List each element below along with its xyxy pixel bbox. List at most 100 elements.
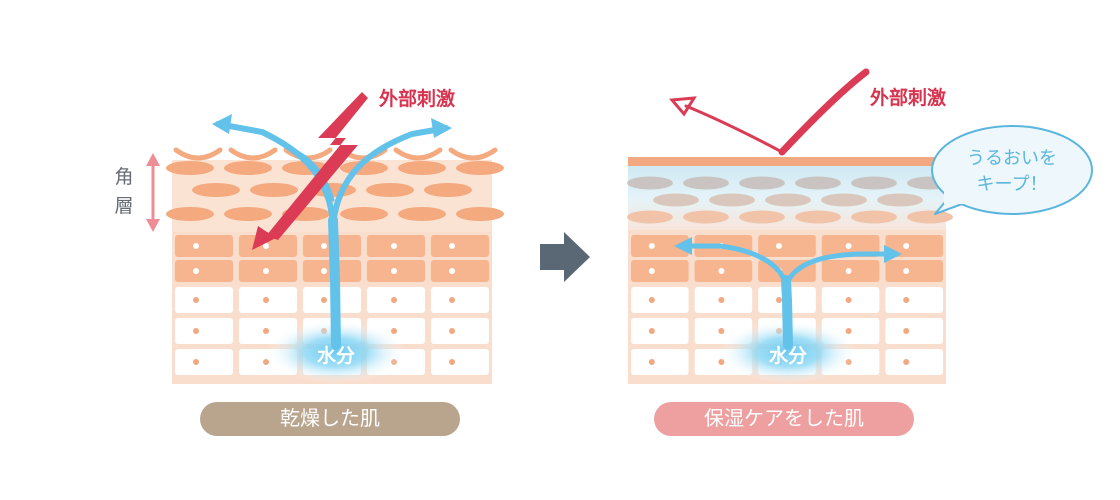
cell: [885, 260, 943, 282]
cell-nucleus: [648, 297, 655, 303]
water-glow: [266, 320, 406, 384]
dry-skin-caption: 乾燥した肌: [280, 406, 380, 430]
scale-edge: [173, 147, 223, 161]
cell-nucleus: [845, 268, 852, 274]
scale: [739, 176, 785, 190]
scale: [424, 183, 472, 197]
keep-moisture-bubble: [931, 125, 1093, 215]
stimulus-label: 外部刺激: [870, 86, 946, 109]
right-arrow-icon: [540, 232, 590, 282]
scale-edge: [228, 147, 278, 161]
scale: [907, 210, 953, 224]
scale: [398, 161, 446, 175]
scale: [683, 210, 729, 224]
cell: [175, 349, 233, 375]
layer-label-bottom: 層: [114, 195, 133, 217]
cell: [631, 287, 689, 313]
scale: [709, 193, 755, 207]
cell-nucleus: [776, 243, 782, 249]
cell-nucleus: [903, 328, 910, 334]
moist-skin-scales: [627, 176, 953, 224]
cell-nucleus: [648, 328, 655, 334]
cell-nucleus: [193, 328, 199, 334]
cell-nucleus: [391, 297, 397, 303]
cell: [885, 349, 943, 375]
scale: [627, 176, 673, 190]
cell-nucleus: [321, 297, 327, 303]
stimulus-label: 外部刺激: [379, 87, 455, 110]
scale: [250, 183, 298, 197]
cell: [631, 235, 689, 257]
water-label: 水分: [317, 345, 355, 367]
cell-nucleus: [263, 359, 269, 365]
cell-nucleus: [648, 268, 655, 274]
scale: [683, 176, 729, 190]
water-label: 水分: [769, 345, 807, 367]
scale: [795, 176, 841, 190]
scale: [456, 161, 504, 175]
moisturized-skin-caption-pill: [654, 402, 914, 436]
cell-nucleus: [193, 359, 199, 365]
scale: [795, 210, 841, 224]
cell: [431, 318, 489, 344]
scale: [366, 183, 414, 197]
moisturized-skin-panel: 水分 外部刺激 うるおいを キープ！ 保湿ケアをした肌: [627, 68, 1093, 436]
layer-bracket: [146, 153, 160, 232]
cell: [431, 260, 489, 282]
scale: [765, 193, 811, 207]
cell: [175, 287, 233, 313]
dry-skin-caption-pill: [200, 402, 460, 436]
cell-nucleus: [903, 268, 910, 274]
cell-nucleus: [718, 297, 725, 303]
water-arrowhead-left: [212, 114, 232, 134]
cell-nucleus: [648, 243, 655, 249]
moisturized-skin-caption: 保湿ケアをした肌: [704, 406, 864, 430]
water-escape-arrows: [215, 121, 449, 350]
cell: [631, 260, 689, 282]
cell-nucleus: [903, 297, 910, 303]
layer-label-top: 角: [114, 166, 133, 188]
scale: [627, 210, 673, 224]
cell-nucleus: [845, 243, 852, 249]
bubble-text-line1: うるおいを: [967, 148, 1057, 169]
cell-nucleus: [845, 297, 852, 303]
cell-nucleus: [648, 359, 655, 365]
cell: [175, 260, 233, 282]
cell-nucleus: [391, 328, 397, 334]
cell: [885, 287, 943, 313]
cell-nucleus: [321, 243, 327, 249]
scale: [224, 161, 272, 175]
scale: [192, 183, 240, 197]
cell: [175, 235, 233, 257]
scale: [398, 207, 446, 221]
scale: [821, 193, 867, 207]
cell: [885, 318, 943, 344]
cell-nucleus: [449, 243, 455, 249]
epidermis-cells: [175, 235, 489, 375]
cell-nucleus: [776, 297, 782, 303]
cell-nucleus: [718, 328, 725, 334]
scale: [456, 207, 504, 221]
cell: [758, 235, 816, 257]
cell-nucleus: [391, 243, 397, 249]
cell-nucleus: [391, 268, 397, 274]
cell-nucleus: [449, 328, 455, 334]
cell-nucleus: [903, 243, 910, 249]
cell: [431, 287, 489, 313]
water-arrowhead-left: [674, 237, 692, 255]
cell: [431, 235, 489, 257]
scale: [851, 176, 897, 190]
water-glow: [718, 320, 858, 384]
scale: [340, 207, 388, 221]
scale: [653, 193, 699, 207]
cell: [631, 349, 689, 375]
cell: [431, 349, 489, 375]
dry-skin-scales: [166, 147, 504, 221]
cell: [175, 318, 233, 344]
stimulus-bounce: [668, 68, 870, 156]
water-arrowhead-right: [431, 118, 452, 138]
cell-nucleus: [263, 328, 269, 334]
cell-nucleus: [449, 268, 455, 274]
scale: [739, 210, 785, 224]
